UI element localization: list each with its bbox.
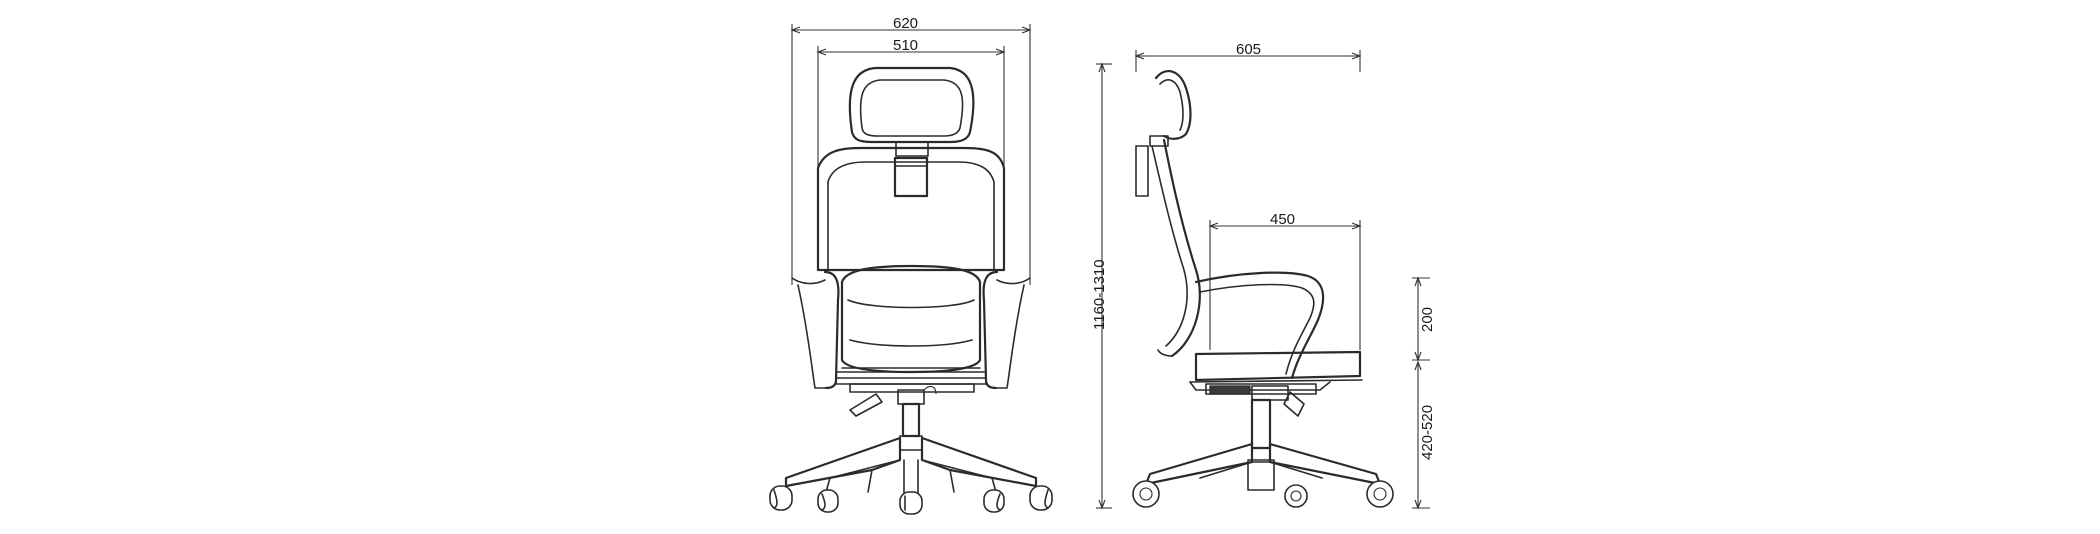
dimension-seat-height: 420-520 <box>1412 360 1436 510</box>
side-supports <box>791 270 1031 390</box>
five-star-base-side <box>1144 442 1382 486</box>
dimension-armrest-height: 200 <box>1412 276 1436 362</box>
mechanism-side <box>1205 383 1317 417</box>
casters-front <box>769 485 1053 515</box>
dimension-label-1160-1310: 1160-1310 <box>1091 259 1108 330</box>
five-star-base <box>784 436 1038 495</box>
seat-mechanism <box>849 385 937 417</box>
dimension-label-450: 450 <box>1270 211 1295 228</box>
dimension-overall-height: 1160-1310 <box>1091 62 1112 510</box>
headrest-side <box>1135 70 1192 197</box>
front-view: 620 510 <box>769 15 1053 515</box>
caster-icon <box>1029 485 1053 511</box>
dimension-label-605: 605 <box>1236 41 1261 58</box>
dimension-overall-width: 620 <box>790 15 1032 285</box>
armrest-side <box>1194 271 1325 380</box>
dimension-label-510: 510 <box>893 37 918 54</box>
caster-icon <box>1366 480 1394 508</box>
headrest <box>848 66 975 157</box>
dimension-overall-depth: 605 <box>1134 41 1362 72</box>
backrest <box>816 146 1006 272</box>
gas-lift <box>899 402 923 451</box>
dimension-label-420-520: 420-520 <box>1419 405 1436 460</box>
dimension-label-620: 620 <box>893 15 918 32</box>
caster-icon <box>983 489 1005 513</box>
seat-side <box>1189 350 1363 391</box>
side-view: 1160-1310 605 450 200 <box>1091 41 1436 510</box>
caster-icon <box>899 491 923 515</box>
backrest-side <box>1151 138 1201 358</box>
dimension-seat-depth: 450 <box>1208 211 1362 350</box>
dimension-back-width: 510 <box>816 37 1006 270</box>
gas-lift-side <box>1247 398 1275 491</box>
casters-side <box>1132 480 1394 508</box>
dimension-label-200: 200 <box>1419 307 1436 332</box>
caster-icon <box>817 489 839 513</box>
caster-icon <box>769 485 793 511</box>
seat <box>835 264 987 393</box>
caster-icon <box>1132 480 1160 508</box>
caster-icon <box>1284 484 1308 508</box>
